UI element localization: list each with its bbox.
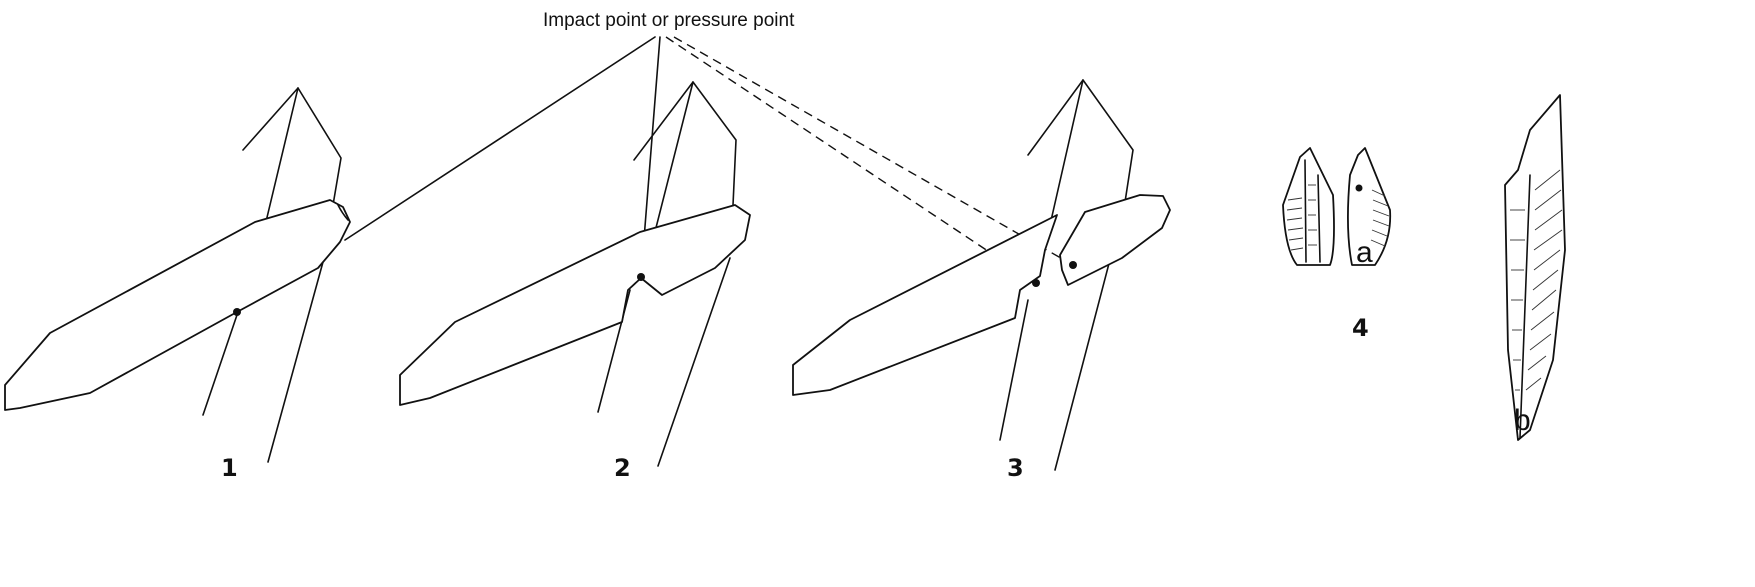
microburin-ventral xyxy=(1282,147,1335,266)
figure-3: 3 xyxy=(792,79,1171,482)
arrow-shaft-head xyxy=(242,87,342,206)
arrow-shaft-head xyxy=(1027,79,1134,203)
ridge-line xyxy=(1304,159,1307,263)
impact-point-dot xyxy=(1032,279,1040,287)
figure-4a: a 4 xyxy=(1282,147,1392,342)
blade-fragment xyxy=(1504,94,1566,441)
broken-blade-tip xyxy=(1059,194,1171,286)
shaft-line xyxy=(657,257,731,467)
blade-insert xyxy=(399,204,751,406)
figure-2: 2 xyxy=(399,81,751,482)
caption-impact-point: Impact point or pressure point xyxy=(543,10,795,31)
microburin-dorsal xyxy=(1347,147,1392,266)
shaft-line xyxy=(999,299,1029,441)
shaft-line xyxy=(267,261,324,463)
shaft-line xyxy=(202,311,239,416)
figure-label-4b: b xyxy=(1514,404,1531,437)
shaft-line xyxy=(1054,251,1113,471)
ridge-line xyxy=(1317,174,1321,263)
hatching xyxy=(1510,169,1563,391)
blade-insert xyxy=(4,199,351,411)
figure-label-4: 4 xyxy=(1352,314,1369,342)
figure-1: 1 xyxy=(4,87,351,482)
arrow-shaft-head xyxy=(633,81,737,206)
hatching xyxy=(1286,184,1317,251)
figure-label-4a: a xyxy=(1356,236,1373,269)
figure-label-1: 1 xyxy=(221,454,238,482)
figure-4b: b xyxy=(1504,94,1566,441)
ridge-line xyxy=(1519,174,1531,439)
retouch-mark xyxy=(337,204,349,221)
hatching xyxy=(1370,189,1390,247)
separator-dot xyxy=(1355,184,1363,192)
pointer-dashed-line-fig3b xyxy=(673,36,1074,266)
pointer-line-fig1 xyxy=(344,36,656,241)
blade-insert-fragment xyxy=(792,214,1058,396)
impact-point-dot xyxy=(637,273,645,281)
impact-point-dot xyxy=(233,308,241,316)
shaft-line xyxy=(1049,79,1084,226)
figure-label-2: 2 xyxy=(614,454,631,482)
impact-point-dot xyxy=(1069,261,1077,269)
figure-label-3: 3 xyxy=(1007,454,1024,482)
